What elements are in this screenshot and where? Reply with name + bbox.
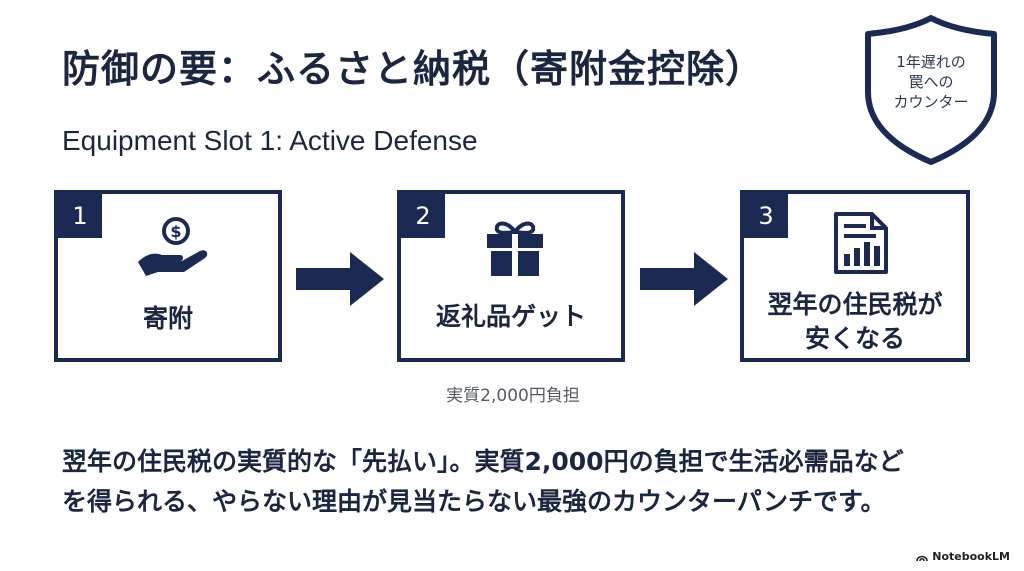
badge-line-1: 1年遅れの: [896, 53, 966, 71]
brand-label: NotebookLM: [932, 550, 1010, 563]
brand-mark: NotebookLM: [916, 550, 1010, 563]
step-3-label-line-2: 安くなる: [804, 324, 905, 353]
page-subtitle: Equipment Slot 1: Active Defense: [62, 125, 478, 156]
step-1-number: 1: [58, 194, 102, 238]
step-3-card: 3 翌年の住民税が 安くなる: [740, 190, 970, 362]
page-title: 防御の要：ふるさと納税（寄附金控除）: [62, 47, 765, 91]
report-chart-icon: [832, 210, 890, 280]
notebooklm-logo-icon: [916, 555, 929, 561]
description: 翌年の住民税の実質的な「先払い」。実質2,000円の負担で生活必需品など を得ら…: [62, 442, 1002, 522]
badge-line-2: 罠への: [908, 73, 954, 91]
description-line-1: 翌年の住民税の実質的な「先払い」。実質2,000円の負担で生活必需品など: [62, 447, 904, 476]
step-2-label: 返礼品ゲット: [435, 302, 586, 331]
shield-badge: 1年遅れの 罠への カウンター: [862, 14, 1000, 166]
arrow-right-icon: [640, 252, 728, 310]
shield-icon: [865, 15, 997, 165]
step-2-number: 2: [401, 194, 445, 238]
step-3-number: 3: [744, 194, 788, 238]
svg-text:$: $: [170, 222, 181, 241]
step-1-card: 1 $ 寄附: [54, 190, 282, 362]
cost-note: 実質2,000円負担: [446, 386, 580, 406]
hand-coin-icon: $: [136, 216, 212, 282]
step-3-label-line-1: 翌年の住民税が: [767, 290, 943, 319]
gift-icon: [485, 218, 545, 282]
arrow-right-icon: [296, 252, 384, 310]
badge-line-3: カウンター: [893, 93, 969, 111]
step-1-label: 寄附: [142, 304, 193, 333]
step-2-card: 2 返礼品ゲット: [397, 190, 625, 362]
description-line-2: を得られる、やらない理由が見当たらない最強のカウンターパンチです。: [62, 487, 886, 516]
